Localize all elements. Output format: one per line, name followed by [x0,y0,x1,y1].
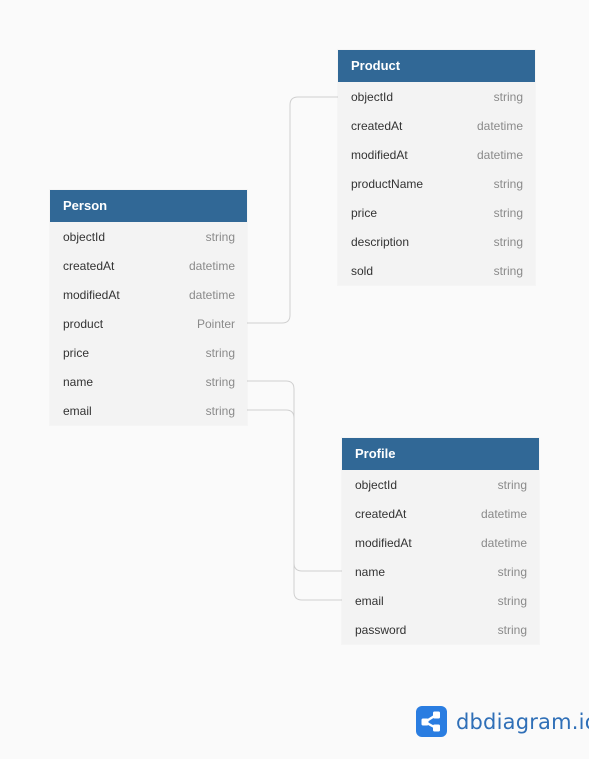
field-name: modifiedAt [63,287,120,302]
field-name: product [63,316,104,331]
field-name: objectId [63,229,106,244]
field-type: string [493,89,523,104]
field-name: createdAt [63,258,115,273]
field-row[interactable]: objectId string [342,470,539,499]
field-type: string [497,564,527,579]
field-row[interactable]: productName string [338,169,535,198]
field-name: sold [351,263,374,278]
field-type: string [205,345,235,360]
field-name: name [63,374,94,389]
field-name: price [63,345,90,360]
field-row[interactable]: name string [342,557,539,586]
table-header[interactable]: Person [50,190,247,222]
field-name: email [355,593,384,608]
field-row[interactable]: description string [338,227,535,256]
field-row[interactable]: password string [342,615,539,644]
field-type: string [497,622,527,637]
field-type: datetime [188,287,235,302]
field-type: string [493,263,523,278]
field-name: productName [351,176,424,191]
share-nodes-icon [416,706,447,737]
field-row[interactable]: price string [50,338,247,367]
field-type: Pointer [196,316,235,331]
connector-person-name-profile-name [247,380,342,572]
field-type: datetime [476,118,523,133]
field-name: modifiedAt [351,147,408,162]
field-row[interactable]: createdAt datetime [338,111,535,140]
field-type: datetime [188,258,235,273]
field-type: datetime [480,535,527,550]
field-type: string [205,374,235,389]
field-row[interactable]: email string [50,396,247,425]
field-name: price [351,205,378,220]
table-header[interactable]: Profile [342,438,539,470]
field-name: name [355,564,386,579]
field-row[interactable]: objectId string [50,222,247,251]
field-row[interactable]: createdAt datetime [50,251,247,280]
field-name: password [355,622,407,637]
field-name: modifiedAt [355,535,412,550]
table-header[interactable]: Product [338,50,535,82]
field-type: string [205,229,235,244]
dbdiagram-logo[interactable]: dbdiagram.io [416,706,589,737]
field-type: datetime [480,506,527,521]
field-name: createdAt [351,118,403,133]
field-row[interactable]: email string [342,586,539,615]
field-type: string [493,234,523,249]
field-row[interactable]: modifiedAt datetime [338,140,535,169]
field-name: description [351,234,410,249]
field-type: string [497,593,527,608]
field-row[interactable]: modifiedAt datetime [342,528,539,557]
field-name: objectId [351,89,394,104]
field-row[interactable]: modifiedAt datetime [50,280,247,309]
connector-person-product [247,96,338,324]
field-row[interactable]: name string [50,367,247,396]
field-type: datetime [476,147,523,162]
field-row[interactable]: product Pointer [50,309,247,338]
field-name: createdAt [355,506,407,521]
field-row[interactable]: sold string [338,256,535,285]
field-row[interactable]: createdAt datetime [342,499,539,528]
field-row[interactable]: objectId string [338,82,535,111]
field-name: objectId [355,477,398,492]
field-type: string [493,176,523,191]
brand-name: dbdiagram.io [456,709,589,734]
field-type: string [205,403,235,418]
field-type: string [497,477,527,492]
field-name: email [63,403,92,418]
connector-person-email-profile-email [247,409,342,601]
field-type: string [493,205,523,220]
field-row[interactable]: price string [338,198,535,227]
